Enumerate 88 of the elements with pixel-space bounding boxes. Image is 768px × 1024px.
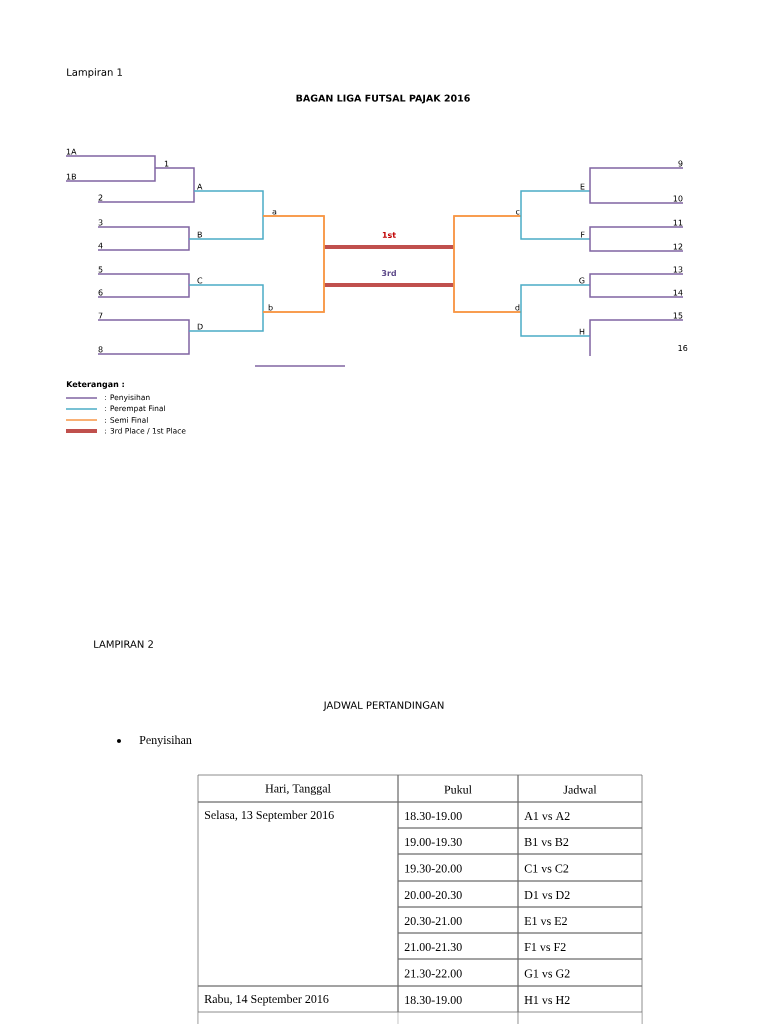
bracket-line	[520, 284, 591, 313]
bracket-label: D	[197, 323, 203, 330]
bracket-line	[154, 167, 195, 192]
bracket-label: 4	[98, 242, 103, 249]
final-bar	[324, 283, 454, 287]
bracket-line	[65, 167, 156, 182]
table-cell: B1 vs B2	[517, 827, 643, 855]
table-cell: D1 vs D2	[517, 880, 643, 908]
bracket-line	[97, 273, 190, 286]
bracket-line	[193, 190, 264, 217]
bracket-label: B	[197, 231, 202, 238]
bracket-label: 7	[98, 312, 103, 319]
bracket-label: F	[581, 231, 585, 238]
bracket-line	[97, 238, 190, 251]
bracket-label: 13	[673, 266, 683, 273]
bracket-label: 5	[98, 266, 103, 273]
table-cell: 20.30-21.00	[397, 906, 519, 934]
bracket-line	[188, 311, 264, 332]
bracket-line	[188, 215, 264, 240]
bracket-label: 2	[98, 194, 103, 201]
bracket-line	[262, 284, 325, 313]
bar-label: 3rd	[381, 269, 396, 277]
bracket-line	[589, 319, 684, 337]
table-cell: 21.30-22.00	[397, 958, 519, 987]
bracket-line	[589, 273, 684, 286]
team-label: 16	[678, 344, 688, 351]
bracket-line	[589, 226, 684, 240]
bracket-line	[97, 330, 190, 355]
bracket-label: 3	[98, 219, 103, 226]
bracket-line	[97, 284, 190, 298]
bracket-line	[97, 226, 190, 240]
bracket-line	[65, 155, 156, 169]
bar-label: 1st	[382, 232, 396, 238]
bracket-line	[188, 284, 264, 313]
table-cell: Rabu, 14 September 2016	[197, 985, 399, 1013]
table-cell: F1 vs F2	[517, 932, 643, 960]
bracket-label: 14	[673, 289, 683, 296]
bracket-line	[520, 215, 591, 240]
bracket-label: a	[272, 209, 277, 215]
table-cell: 20.00-20.30	[397, 880, 519, 908]
bracket-line	[589, 284, 684, 298]
table-cell: A1 vs A2	[517, 801, 643, 829]
heading: Lampiran 1	[67, 68, 122, 78]
bracket-label: 1	[164, 160, 169, 167]
bracket-label: C	[197, 277, 203, 284]
table-cell: 19.30-20.00	[397, 853, 519, 882]
bracket-label: 12	[673, 243, 683, 250]
bracket-label: 6	[98, 289, 103, 296]
bracket-line	[453, 284, 522, 313]
title: BAGAN LIGA FUTSAL PAJAK 2016	[296, 94, 470, 104]
bracket-label: A	[197, 183, 203, 190]
bracket-label: b	[268, 304, 273, 311]
bracket-line	[589, 190, 684, 204]
bracket-label: 8	[98, 346, 103, 353]
bracket-label: G	[579, 277, 585, 284]
table-cell: Hari, Tanggal	[197, 774, 399, 803]
bracket-label: 9	[678, 160, 683, 167]
bracket-line	[97, 319, 190, 332]
heading: JADWAL PERTANDINGAN	[323, 701, 444, 711]
bullet-item: Penyisihan	[117, 735, 192, 747]
table-cell: E1 vs E2	[517, 906, 643, 934]
bracket-line	[520, 190, 591, 217]
bracket-label: 1A	[66, 148, 77, 155]
bracket-label: 11	[673, 219, 683, 226]
bracket-line	[97, 190, 195, 203]
bracket-label: d	[515, 304, 520, 311]
bracket-label: E	[580, 183, 585, 190]
bracket-label: H	[579, 328, 585, 335]
bracket-label: 15	[673, 312, 683, 319]
table-cell: 21.00-21.30	[397, 932, 519, 960]
bracket-label: 1B	[66, 173, 76, 180]
table-cell: Pukul	[397, 774, 519, 803]
legend-title: Keterangan :	[66, 381, 124, 389]
table-cell: C1 vs C2	[517, 853, 643, 882]
bracket-line	[589, 167, 684, 192]
bracket-line	[589, 238, 684, 252]
table-cell: Jadwal	[517, 774, 643, 803]
table-cell: G1 vs G2	[517, 958, 643, 987]
bracket-label: 10	[673, 195, 683, 202]
table-cell: 19.00-19.30	[397, 827, 519, 855]
final-bar	[324, 245, 454, 249]
table-cell: Selasa, 13 September 2016	[197, 801, 399, 987]
heading: LAMPIRAN 2	[94, 640, 153, 648]
table-cell: 18.30-19.00	[397, 985, 519, 1013]
table-cell: 18.30-19.00	[397, 801, 519, 829]
bracket-label: c	[516, 209, 520, 215]
table-cell: H1 vs H2	[517, 985, 643, 1013]
bracket-line	[520, 311, 591, 337]
